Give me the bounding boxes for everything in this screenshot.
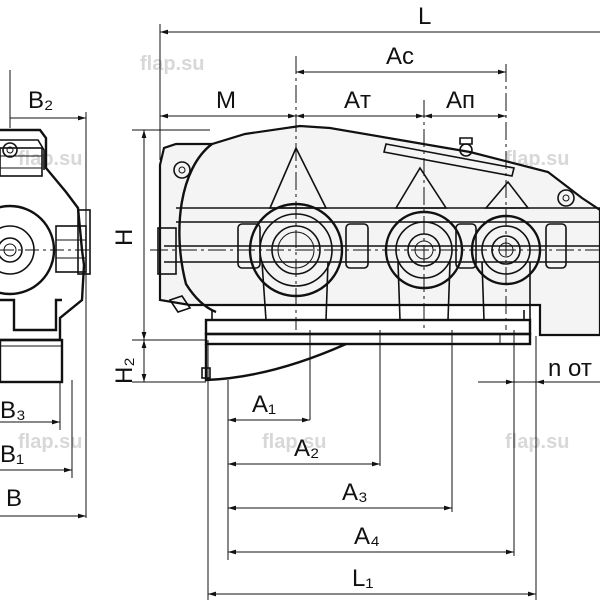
oil-sump bbox=[204, 342, 347, 382]
dim-label-b2: B₂ bbox=[28, 87, 53, 114]
dim-label-ac: Aс bbox=[386, 43, 414, 70]
dim-label-a3: A₃ bbox=[342, 479, 368, 506]
dim-label-b3: B₃ bbox=[0, 397, 26, 424]
dim-label-n-ot: n от bbox=[548, 355, 592, 382]
dim-label-h2: H₂ bbox=[111, 357, 138, 384]
watermark-text: flap.su bbox=[505, 431, 569, 453]
dim-label-a1: A₁ bbox=[252, 391, 276, 418]
dim-label-l1: L₁ bbox=[352, 565, 373, 592]
front-view bbox=[150, 56, 600, 382]
dim-label-h: H bbox=[111, 229, 138, 246]
dim-label-ap: Aп bbox=[446, 87, 475, 114]
dim-label-b: B bbox=[6, 485, 22, 512]
dim-label-a4: A₄ bbox=[354, 523, 380, 550]
watermark-text: flap.su bbox=[140, 53, 204, 75]
front-view-dimensions: L Aс M Aт Aп H H₂ n от A₁ A₂ bbox=[111, 3, 600, 600]
side-view-dimensions: B₂ B₃ B₁ B bbox=[0, 70, 87, 519]
dim-label-a2: A₂ bbox=[294, 435, 319, 462]
dim-label-m: M bbox=[216, 87, 236, 114]
watermark-text: flap.su bbox=[18, 431, 82, 453]
watermark-text: flap.su bbox=[262, 431, 326, 453]
side-view bbox=[0, 128, 92, 384]
inspection-cover bbox=[383, 143, 515, 177]
dim-label-b1: B₁ bbox=[0, 441, 24, 468]
watermark-text: flap.su bbox=[18, 148, 82, 170]
base-plate bbox=[204, 318, 532, 336]
dim-label-l: L bbox=[418, 3, 431, 30]
dim-label-at: Aт bbox=[344, 87, 371, 114]
gearbox-housing bbox=[158, 124, 600, 337]
